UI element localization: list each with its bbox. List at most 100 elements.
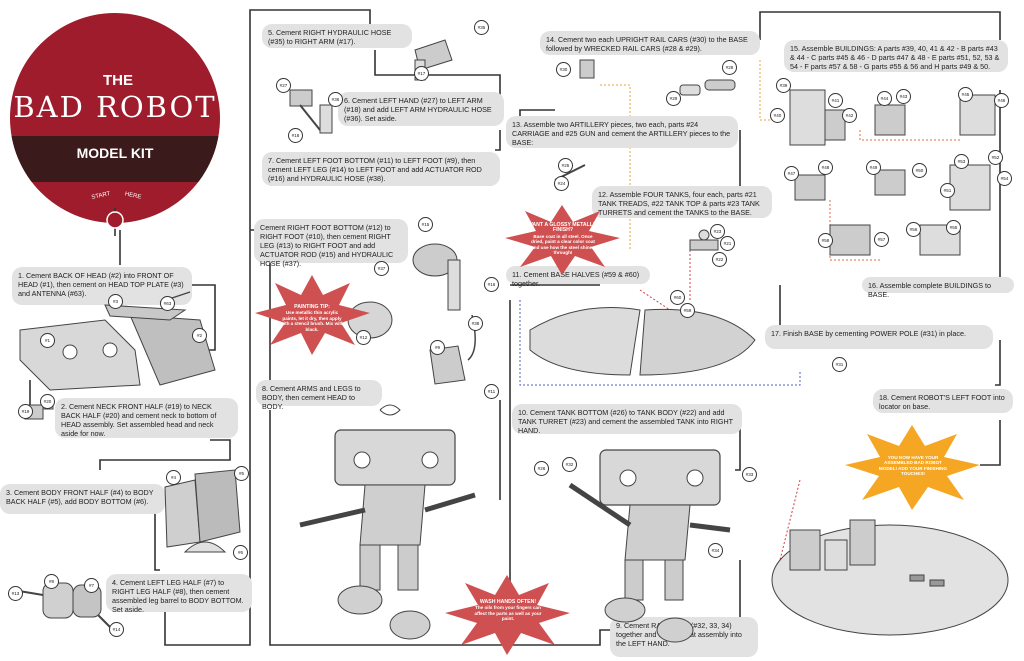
part-callout-35: #35: [474, 20, 489, 35]
rail-cars-illustration: [579, 59, 736, 96]
part-callout-40: #40: [770, 108, 785, 123]
part-callout-31: #31: [832, 357, 847, 372]
part-callout-24: #24: [554, 176, 569, 191]
part-callout-60: #60: [670, 290, 685, 305]
part-callout-8: #8: [44, 574, 59, 589]
step-4: 4. Cement LEFT LEG HALF (#7) to RIGHT LE…: [106, 574, 252, 614]
part-callout-4: #4: [166, 470, 181, 485]
robot-final-illustration: [568, 449, 731, 643]
logo-disc: [10, 13, 220, 236]
part-callout-44: #44: [877, 91, 892, 106]
robot-assembly-illustration: [299, 404, 476, 640]
part-callout-20: #20: [40, 394, 55, 409]
step-13: 13. Assemble two ARTILLERY pieces, two e…: [506, 116, 738, 148]
part-callout-51: #51: [940, 183, 955, 198]
part-callout-34: #34: [708, 543, 723, 558]
part-callout-22: #22: [712, 252, 727, 267]
part-callout-41: #41: [828, 93, 843, 108]
leg-parts-illustration: [12, 582, 114, 631]
step-7b: Cement RIGHT FOOT BOTTOM (#12) to RIGHT …: [254, 219, 408, 268]
part-callout-5: #5: [234, 466, 249, 481]
part-callout-56: #56: [906, 222, 921, 237]
step-1: 1. Cement BACK OF HEAD (#2) into FRONT O…: [12, 267, 192, 305]
part-callout-15: #15: [418, 217, 433, 232]
part-callout-53: #53: [954, 154, 969, 169]
step-12: 12. Assemble FOUR TANKS, four each, part…: [592, 186, 772, 218]
step-2: 2. Cement NECK FRONT HALF (#19) to NECK …: [55, 398, 238, 438]
part-callout-16: #16: [484, 277, 499, 292]
part-callout-27: #27: [276, 78, 291, 93]
part-callout-23: #23: [710, 224, 725, 239]
part-callout-21: #21: [720, 236, 735, 251]
part-callout-19: #19: [18, 404, 33, 419]
part-callout-42: #42: [842, 108, 857, 123]
base-halves-illustration: [529, 307, 756, 376]
part-callout-28: #28: [722, 60, 737, 75]
part-callout-33: #33: [742, 467, 757, 482]
part-callout-32: #32: [562, 457, 577, 472]
part-callout-12: #12: [356, 330, 371, 345]
artillery-illustration: [554, 164, 586, 191]
buildings-illustration: [789, 89, 996, 256]
logo-name: BAD ROBOT: [13, 90, 217, 124]
part-callout-6: #6: [233, 545, 248, 560]
glossy-finish-title: WANT A GLOSSY METALLIC FINISH?: [527, 222, 599, 234]
glossy-finish-body: Base coat in all steel. Once dried, pain…: [531, 233, 595, 256]
wash-hands-star: [445, 575, 570, 655]
part-callout-29: #29: [666, 91, 681, 106]
part-callout-52: #52: [988, 150, 1003, 165]
part-callout-45: #45: [958, 87, 973, 102]
step-17: 17. Finish BASE by cementing POWER POLE …: [765, 325, 993, 349]
step-6: 6. Cement LEFT HAND (#27) to LEFT ARM (#…: [338, 92, 504, 126]
arm-parts-illustration: [289, 39, 453, 134]
part-callout-49: #49: [866, 160, 881, 175]
part-callout-38: #38: [468, 316, 483, 331]
step-3: 3. Cement BODY FRONT HALF (#4) to BODY B…: [0, 484, 165, 514]
glossy-finish-star: [505, 205, 620, 275]
part-callout-18: #18: [288, 128, 303, 143]
part-callout-7: #7: [84, 578, 99, 593]
part-callout-48: #48: [818, 160, 833, 175]
part-callout-1: #1: [40, 333, 55, 348]
part-callout-47: #47: [784, 166, 799, 181]
part-callout-57: #57: [874, 232, 889, 247]
part-callout-54: #54: [997, 171, 1012, 186]
part-callout-11: #11: [484, 384, 499, 399]
step-11: 11. Cement BASE HALVES (#59 & #60) toget…: [506, 266, 650, 288]
painting-tip-text: PAINTING TIP: Use metallic thin acrylic …: [278, 304, 346, 332]
step-7: 7. Cement LEFT FOOT BOTTOM (#11) to LEFT…: [262, 152, 500, 186]
step-10: 10. Cement TANK BOTTOM (#26) to TANK BOD…: [512, 404, 742, 435]
part-callout-25: #25: [558, 158, 573, 173]
final-message-text: YOU NOW HAVE YOUR ASSEMBLED BAD ROBOT MO…: [878, 455, 948, 477]
painting-tip-body: Use metallic thin acrylic paints, let it…: [280, 310, 344, 332]
part-callout-2: #2: [192, 328, 207, 343]
wash-hands-title: WASH HANDS OFTEN!: [479, 599, 537, 605]
wash-hands-body: The oils from your fingers can affect th…: [474, 605, 542, 622]
part-callout-55: #55: [946, 220, 961, 235]
finished-base-illustration: [771, 519, 1009, 636]
step-15: 15. Assemble BUILDINGS: A parts #39, 40,…: [784, 40, 1008, 72]
part-callout-13: #13: [8, 586, 23, 601]
step-14: 14. Cement two each UPRIGHT RAIL CARS (#…: [540, 31, 760, 55]
step-18: 18. Cement ROBOT'S LEFT FOOT into locato…: [873, 389, 1013, 413]
painting-tip-star: [255, 275, 370, 355]
part-callout-37: #37: [374, 261, 389, 276]
part-callout-39: #39: [776, 78, 791, 93]
part-callout-58: #58: [818, 233, 833, 248]
part-callout-3: #3: [108, 294, 123, 309]
wash-hands-text: WASH HANDS OFTEN! The oils from your fin…: [472, 599, 544, 622]
step-16: 16. Assemble complete BUILDINGS to BASE.: [862, 277, 1014, 299]
part-callout-46: #46: [994, 93, 1009, 108]
final-message-star: [845, 425, 980, 510]
part-callout-30: #30: [556, 62, 571, 77]
glossy-finish-text: WANT A GLOSSY METALLIC FINISH? Base coat…: [527, 222, 599, 256]
part-callout-17: #17: [414, 66, 429, 81]
part-callout-26: #26: [534, 461, 549, 476]
part-callout-14: #14: [109, 622, 124, 637]
part-callout-36: #36: [328, 92, 343, 107]
part-callout-43: #43: [896, 89, 911, 104]
step-8: 8. Cement ARMS and LEGS to BODY, then ce…: [256, 380, 382, 411]
part-callout-59: #59: [680, 303, 695, 318]
part-callout-9: #9: [430, 340, 445, 355]
